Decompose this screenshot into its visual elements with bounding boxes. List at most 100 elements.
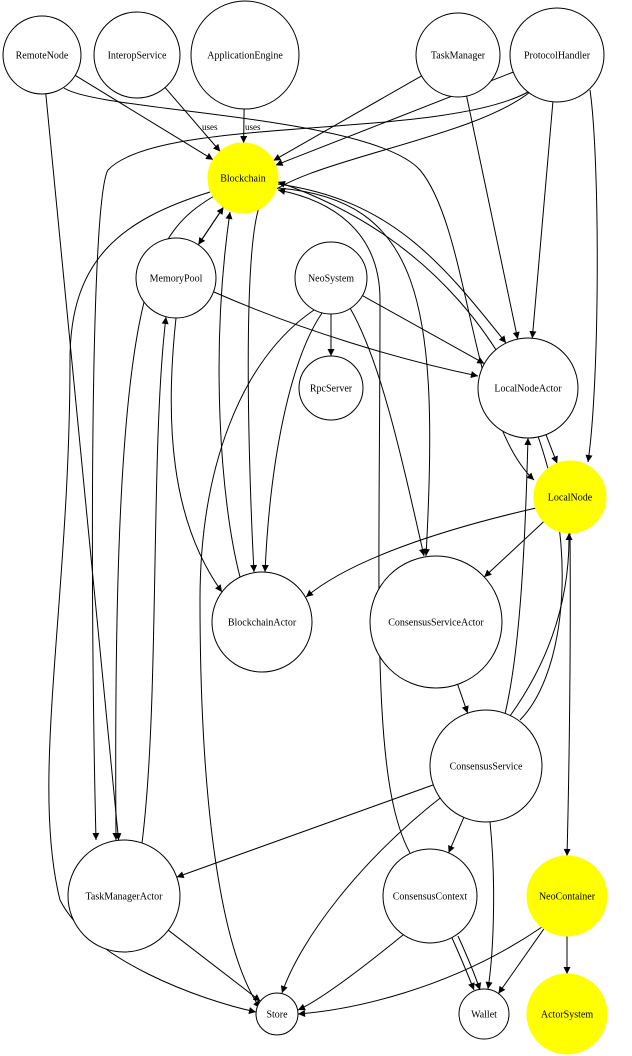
edge-blockchain-to-taskmanageractor [112, 195, 215, 841]
node-label: LocalNodeActor [494, 384, 562, 395]
node-circle [2, 15, 82, 95]
node-actorsystem: ActorSystem [526, 973, 608, 1055]
node-circle [509, 7, 605, 103]
node-circle [477, 337, 579, 439]
edge-label: uses [245, 122, 261, 132]
edge-localnode-to-neocontainer [563, 532, 571, 857]
edge-neosystem-to-localnodeactor [362, 295, 485, 365]
edge-consensusservice-to-localnodeactor [504, 437, 532, 715]
node-label: InteropService [108, 51, 167, 62]
edge-protocolhandler-to-localnode [585, 89, 598, 463]
node-label: Blockchain [220, 174, 266, 185]
edge-consensuscontext-to-wallet [451, 937, 475, 991]
edges-layer [45, 71, 598, 1017]
edge-remotenode-to-blockchain [75, 74, 214, 161]
edge-taskmanager-to-localnodeactor [466, 95, 520, 340]
edge-neosystem-to-store [199, 309, 315, 1009]
node-localnodeactor: LocalNodeActor [477, 337, 579, 439]
edge-memorypool-to-blockchain [197, 206, 224, 246]
node-label: ProtocolHandler [524, 51, 591, 62]
node-neosystem: NeoSystem [294, 241, 368, 315]
node-consensusserviceactor: ConsensusServiceActor [369, 555, 503, 689]
node-circle [298, 355, 364, 421]
node-label: ConsensusServiceActor [388, 618, 484, 629]
edge-protocolhandler-to-blockchainactor [247, 91, 531, 573]
node-label: MemoryPool [150, 274, 203, 285]
node-label: LocalNode [548, 493, 593, 504]
node-circle [526, 855, 608, 937]
node-circle [211, 571, 313, 673]
edge-localnode-to-blockchainactor [305, 507, 537, 598]
node-localnode: LocalNode [533, 460, 607, 534]
node-label: ConsensusService [450, 762, 523, 773]
edge-blockchain-to-consensusserviceactor [277, 187, 431, 557]
node-circle [93, 11, 181, 99]
edge-consensuscontext-to-blockchain [277, 187, 411, 854]
edge-taskmanager-to-blockchain [273, 75, 422, 162]
nodes-layer: RemoteNode InteropService ApplicationEngin… [2, 0, 608, 1055]
node-circle [369, 555, 503, 689]
node-circle [415, 12, 501, 98]
edge-consensuscontext-to-wallet [457, 935, 482, 991]
edge-consensusserviceactor-to-consensusservice [457, 684, 469, 714]
node-circle [67, 839, 181, 953]
node-protocolhandler: ProtocolHandler [509, 7, 605, 103]
node-label: ActorSystem [541, 1010, 593, 1021]
edge-blockchain-to-store [48, 191, 257, 1014]
edge-consensusservice-to-taskmanageractor [176, 784, 434, 879]
node-rpcserver: RpcServer [298, 355, 364, 421]
node-label: ConsensusContext [393, 892, 468, 903]
node-circle [135, 237, 217, 319]
node-applicationengine: ApplicationEngine [190, 0, 300, 110]
edge-protocolhandler-to-taskmanageractor [91, 91, 529, 841]
node-store: Store [255, 992, 299, 1036]
edge-consensusservice-to-wallet [485, 821, 495, 990]
node-label: BlockchainActor [228, 618, 297, 629]
node-circle [294, 241, 368, 315]
edge-interopservice-to-blockchain [164, 87, 221, 152]
edge-consensusservice-to-blockchain [277, 180, 563, 721]
edge-remotenode-to-taskmanageractor [45, 93, 122, 841]
edge-neosystem-to-blockchainactor [261, 312, 323, 573]
node-consensusservice: ConsensusService [429, 709, 543, 823]
node-label: NeoSystem [308, 274, 354, 285]
node-circle [207, 142, 279, 214]
edge-localnodeactor-to-localnode [545, 434, 558, 464]
node-label: Wallet [471, 1010, 497, 1021]
node-blockchain: Blockchain [207, 142, 279, 214]
edge-protocolhandler-to-localnodeactor [529, 101, 554, 339]
edge-memorypool-to-localnodeactor [213, 291, 479, 379]
node-circle [533, 460, 607, 534]
node-circle [255, 992, 299, 1036]
node-label: TaskManagerActor [85, 892, 163, 903]
node-taskmanageractor: TaskManagerActor [67, 839, 181, 953]
edge-localnode-to-consensusserviceactor [483, 521, 545, 578]
node-label: Store [266, 1010, 288, 1021]
edge-memorypool-to-blockchainactor [170, 317, 223, 593]
node-wallet: Wallet [458, 988, 510, 1040]
node-label: NeoContainer [539, 892, 596, 903]
node-taskmanager: TaskManager [415, 12, 501, 98]
edge-blockchainactor-to-blockchain [218, 211, 241, 578]
edge-taskmanageractor-to-memorypool [141, 316, 169, 844]
node-circle [382, 848, 478, 944]
node-circle [526, 973, 608, 1055]
node-label: RpcServer [310, 384, 353, 395]
node-remotenode: RemoteNode [2, 15, 82, 95]
edge-consensusservice-to-localnode [509, 532, 573, 717]
edge-consensusservice-to-consensuscontext [448, 817, 465, 853]
node-blockchainactor: BlockchainActor [211, 571, 313, 673]
node-circle [429, 709, 543, 823]
node-label: RemoteNode [16, 51, 69, 62]
edge-consensusservice-to-store [280, 794, 445, 994]
node-interopservice: InteropService [93, 11, 181, 99]
node-circle [190, 0, 300, 110]
node-label: ApplicationEngine [207, 51, 283, 62]
edge-blockchain-to-localnodeactor [277, 183, 507, 344]
edge-neocontainer-to-wallet [497, 928, 545, 994]
node-neocontainer: NeoContainer [526, 855, 608, 937]
edge-consensuscontext-to-store [297, 934, 404, 1011]
node-label: TaskManager [431, 51, 486, 62]
edge-taskmanageractor-to-store [167, 929, 261, 1002]
